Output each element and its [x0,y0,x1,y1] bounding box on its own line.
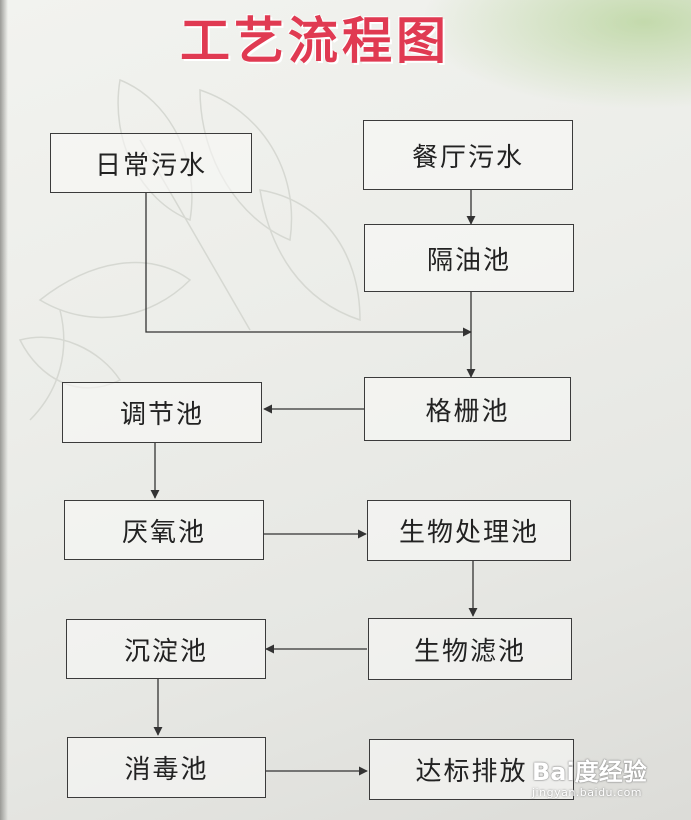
node-bio-treatment-tank: 生物处理池 [367,500,571,561]
node-restaurant-sewage: 餐厅污水 [363,120,573,190]
watermark-url: jingyan.baidu.com [532,786,643,799]
node-daily-sewage: 日常污水 [50,133,252,193]
baidu-jingyan-watermark: Bai度经验 jingyan.baidu.com [524,744,684,804]
node-grid-tank: 格栅池 [364,377,571,441]
watermark-logo: Bai度经验 [532,758,647,786]
node-grease-trap: 隔油池 [364,224,574,292]
node-anaerobic-tank: 厌氧池 [64,500,264,560]
node-disinfection-tank: 消毒池 [67,737,266,798]
node-regulating-tank: 调节池 [62,382,262,443]
green-background-wash [420,0,691,110]
page-title: 工艺流程图 [180,12,450,70]
node-bio-filter-tank: 生物滤池 [368,618,572,680]
node-settling-tank: 沉淀池 [66,619,266,679]
arrow-daily-sewage-to-grid [145,193,472,337]
poster-edge-shadow [0,0,8,820]
node-discharge: 达标排放 [369,739,574,800]
